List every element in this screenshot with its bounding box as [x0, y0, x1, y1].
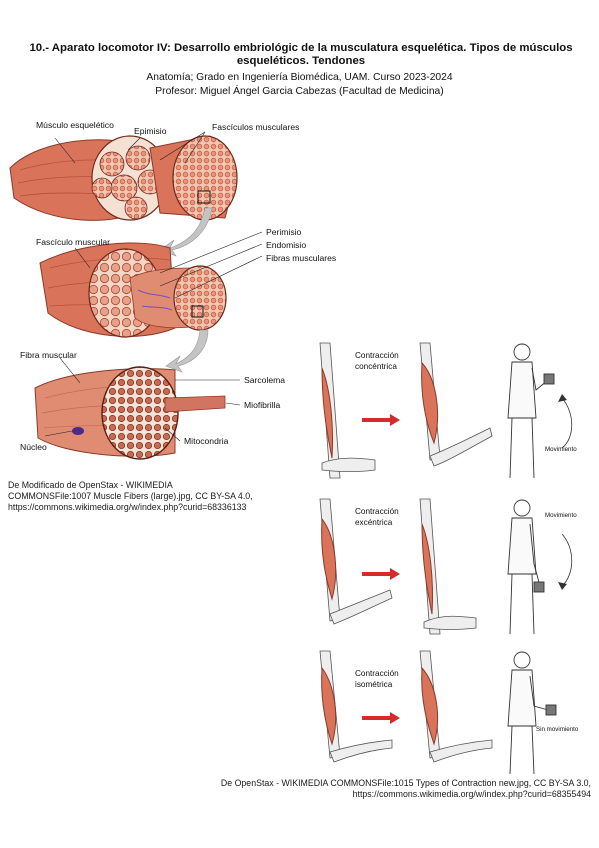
label-fasciculo-muscular: Fascículo muscular: [36, 237, 111, 247]
arm-before: [319, 650, 393, 763]
label-endomisio: Endomisio: [266, 240, 307, 250]
page-title: 10.- Aparato locomotor IV: Desarrollo em…: [8, 42, 594, 68]
red-arrow-icon: [362, 568, 400, 580]
arm-after: [419, 342, 493, 467]
label-fibra-muscular: Fibra muscular: [20, 350, 77, 360]
person-figure: [507, 499, 545, 635]
label-movimiento-1: Movimiento: [545, 446, 577, 453]
muscle-fiber: [34, 366, 226, 460]
label-sarcolema: Sarcolema: [244, 375, 286, 385]
panel-isometric: Contracción isométrica Sin movimiento: [300, 646, 599, 794]
label-concentrica: Contracción concéntrica: [355, 351, 399, 371]
label-perimisio: Perimisio: [266, 227, 302, 237]
label-miofibrilla: Miofibrilla: [244, 400, 281, 410]
label-nucleo: Núcleo: [20, 442, 47, 452]
red-arrow-icon: [362, 712, 400, 724]
label-epimisio: Epimisio: [134, 126, 167, 136]
arm-before: [319, 342, 376, 479]
arm-after: [419, 498, 477, 635]
label-isometrica: Contracción isométrica: [355, 669, 399, 689]
label-mitocondria: Mitocondria: [184, 436, 229, 446]
red-arrow-icon: [362, 414, 400, 426]
panel-eccentric: Contracción excéntrica Movimiento: [300, 494, 599, 642]
credit-right: De OpenStax - WIKIMEDIA COMMONSFile:1015…: [220, 778, 591, 800]
panel-concentric: Contracción concéntrica Movimiento: [300, 338, 599, 486]
muscle-structure-figure: Músculo esquelético Epimisio Fascículos …: [0, 108, 360, 468]
label-excentrica: Contracción excéntrica: [355, 507, 399, 527]
curved-arrow-icon: [561, 533, 573, 587]
fascicle: [39, 242, 227, 338]
muscle-structure-illustration: [9, 131, 263, 460]
label-fasciculos-musculares: Fascículos musculares: [212, 122, 300, 132]
course-line: Anatomía; Grado en Ingeniería Biomédica,…: [146, 72, 453, 83]
leader-lines: [44, 131, 263, 442]
title-line-1: 10.- Aparato locomotor IV: Desarrollo em…: [29, 42, 573, 54]
label-fibras-musculares: Fibras musculares: [266, 253, 337, 263]
arm-before: [319, 498, 393, 625]
whole-muscle: [9, 135, 238, 221]
label-sin-movimiento: Sin movimiento: [536, 726, 579, 733]
title-line-2: esqueléticos. Tendones: [236, 55, 366, 67]
arm-after: [419, 650, 493, 763]
curved-arrow-icon: [561, 397, 573, 449]
credit-left: De Modificado de OpenStax - WIKIMEDIA CO…: [8, 480, 253, 513]
person-figure: [507, 343, 555, 479]
label-musculo-esqueletico: Músculo esquelético: [36, 120, 114, 130]
label-movimiento-2: Movimiento: [545, 512, 577, 519]
person-figure: [507, 651, 557, 775]
professor-line: Profesor: Miguel Ángel Garcia Cabezas (F…: [155, 86, 444, 97]
